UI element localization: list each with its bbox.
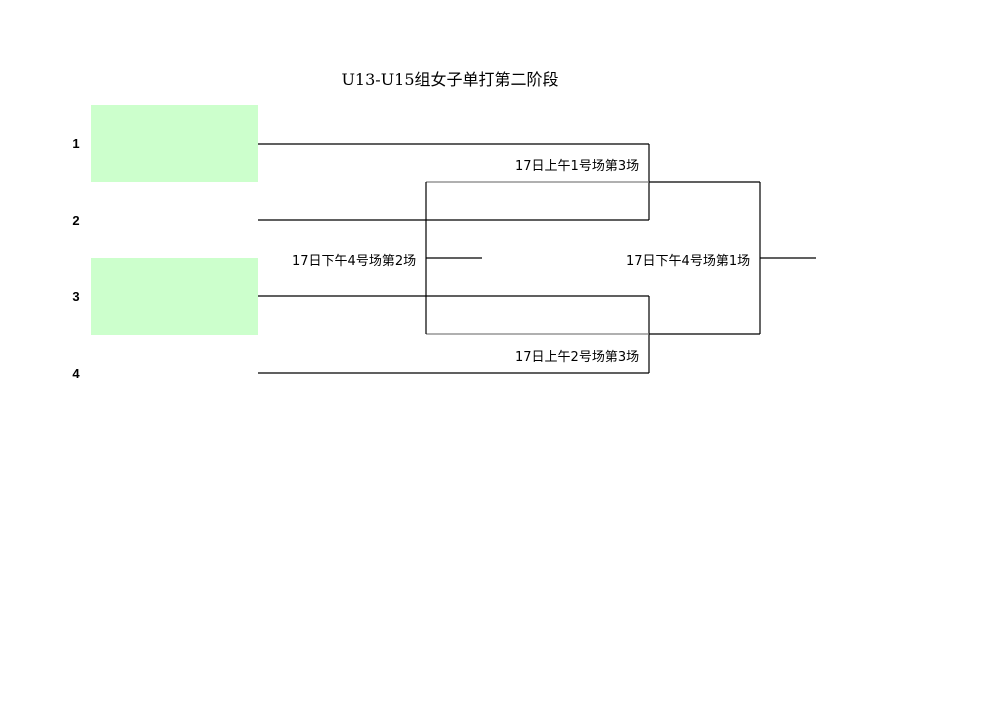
top-semifinal-label: 17日上午1号场第3场 — [515, 159, 640, 174]
seed-1-number: 1 — [72, 136, 80, 151]
seed-3-number: 3 — [72, 289, 80, 304]
seed-2-number: 2 — [72, 213, 80, 228]
third-place-match-label: 17日下午4号场第2场 — [292, 254, 417, 269]
seed-3-slot — [91, 258, 258, 335]
seed-4-number: 4 — [72, 366, 80, 381]
bracket-title: U13-U15组女子单打第二阶段 — [341, 70, 559, 89]
bottom-semifinal-label: 17日上午2号场第3场 — [515, 350, 640, 365]
final-match-label: 17日下午4号场第1场 — [626, 254, 751, 269]
seed-1-slot — [91, 105, 258, 182]
